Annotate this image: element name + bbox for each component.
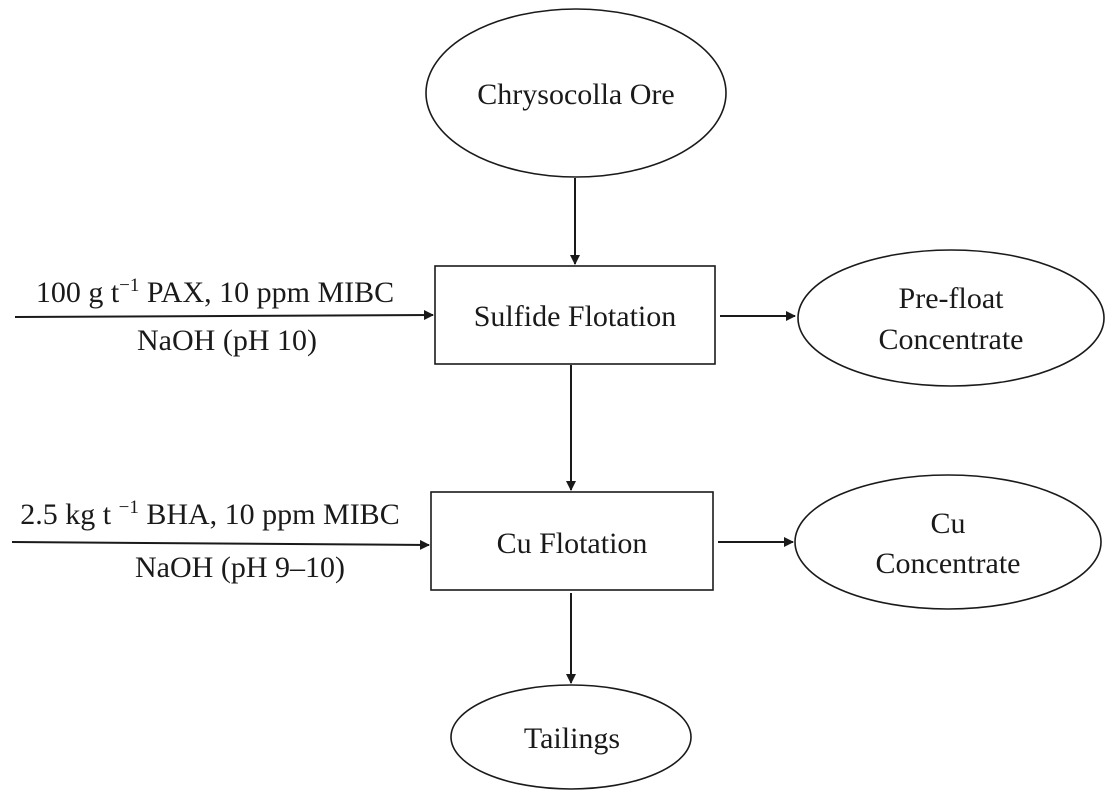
- sulfide-flotation-node: Sulfide Flotation: [434, 265, 716, 365]
- tailings-label: Tailings: [524, 722, 620, 755]
- tailings-node: Tailings: [450, 684, 692, 790]
- cu-concentrate-label-line2: Concentrate: [876, 547, 1021, 580]
- arrow-reagents-to-sulfide: [14, 310, 434, 321]
- ore-node: Chrysocolla Ore: [425, 8, 727, 178]
- cu-flotation-node: Cu Flotation: [430, 491, 714, 591]
- cu-concentrate-node: Cu Concentrate: [794, 474, 1102, 610]
- prefloat-label-line2: Concentrate: [879, 323, 1024, 356]
- arrow-reagents-to-cu-flotation: [11, 539, 430, 550]
- ore-label: Chrysocolla Ore: [477, 78, 674, 111]
- prefloat-concentrate-node: Pre-float Concentrate: [797, 249, 1105, 387]
- sulfide-reagent-line1: 100 g t−1 PAX, 10 ppm MIBC: [36, 275, 394, 309]
- sulfide-reagent-line2: NaOH (pH 10): [137, 324, 317, 357]
- cu-flotation-label: Cu Flotation: [497, 527, 648, 560]
- cu-concentrate-label-line1: Cu: [930, 507, 965, 540]
- cu-reagent-line2: NaOH (pH 9–10): [135, 551, 345, 584]
- prefloat-label-line1: Pre-float: [899, 282, 1005, 315]
- sulfide-flotation-label: Sulfide Flotation: [474, 300, 677, 333]
- cu-reagent-line1: 2.5 kg t −1 BHA, 10 ppm MIBC: [20, 497, 399, 531]
